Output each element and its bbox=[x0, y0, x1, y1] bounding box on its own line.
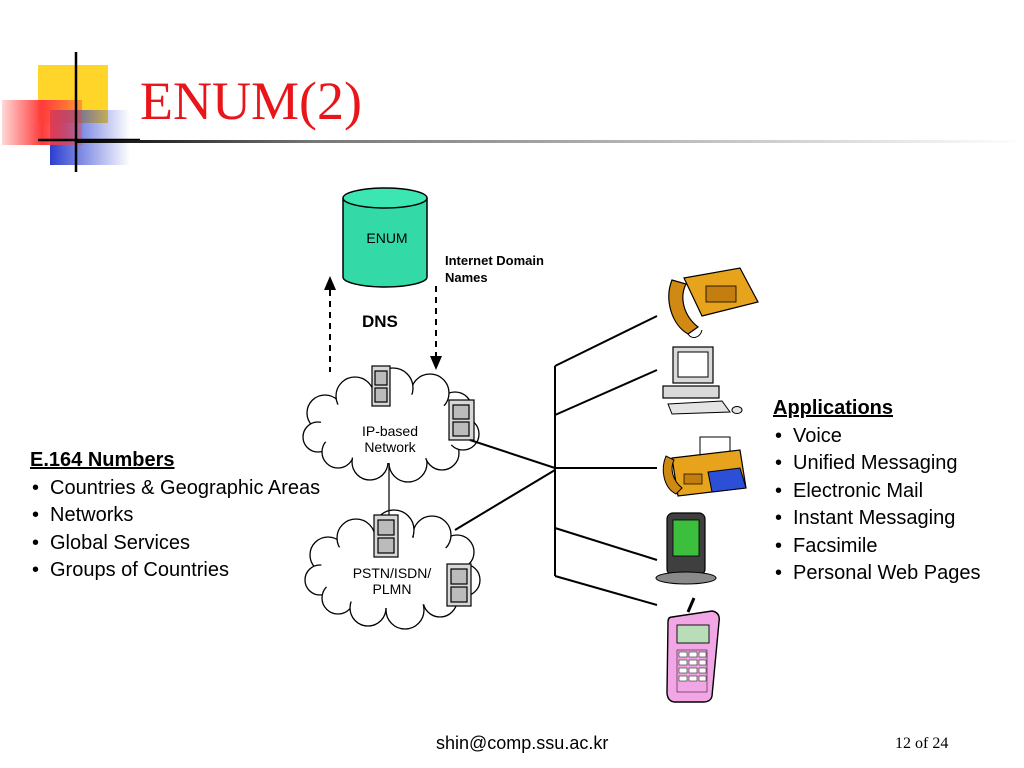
e164-numbers-list: E.164 Numbers Countries & Geographic Are… bbox=[30, 447, 320, 585]
list-item: Countries & Geographic Areas bbox=[30, 475, 320, 503]
applications-list: Applications Voice Unified Messaging Ele… bbox=[773, 395, 981, 588]
internet-domain-names-label: Internet Domain Names bbox=[445, 252, 544, 286]
internet-domain-names-line: Names bbox=[445, 270, 488, 285]
server-icon bbox=[448, 399, 475, 441]
pstn-network-label-line: PLMN bbox=[372, 581, 412, 597]
pstn-network-label-line: PSTN/ISDN/ bbox=[352, 565, 432, 581]
title-rule bbox=[76, 140, 1024, 143]
enum-database-label: ENUM bbox=[366, 230, 408, 246]
decorative-logo bbox=[2, 52, 140, 172]
applications-heading: Applications bbox=[773, 397, 894, 419]
pstn-network-label: PSTN/ISDN/ PLMN bbox=[340, 565, 444, 597]
server-icon bbox=[371, 365, 391, 407]
dns-label: DNS bbox=[362, 312, 398, 331]
mobile-phone-icon bbox=[666, 597, 720, 703]
enum-database-icon bbox=[342, 187, 428, 288]
list-item: Electronic Mail bbox=[773, 478, 981, 506]
server-icon bbox=[373, 514, 399, 558]
ip-network-cloud bbox=[302, 367, 480, 483]
e164-heading: E.164 Numbers bbox=[30, 449, 175, 471]
list-item: Personal Web Pages bbox=[773, 560, 981, 588]
list-item: Voice bbox=[773, 423, 981, 451]
list-item: Facsimile bbox=[773, 533, 981, 561]
internet-domain-names-line: Internet Domain bbox=[445, 253, 544, 268]
computer-icon bbox=[662, 346, 743, 415]
list-item: Networks bbox=[30, 502, 320, 530]
slide-title: ENUM(2) bbox=[140, 71, 362, 131]
telephone-icon bbox=[668, 267, 759, 338]
list-item: Groups of Countries bbox=[30, 557, 320, 585]
ip-network-label-line: IP-based bbox=[361, 423, 419, 439]
list-item: Global Services bbox=[30, 530, 320, 558]
footer-email: shin@comp.ssu.ac.kr bbox=[436, 733, 609, 753]
dns-response-arrow bbox=[430, 286, 442, 370]
list-item: Instant Messaging bbox=[773, 505, 981, 533]
server-icon bbox=[446, 563, 472, 607]
device-connection-lines bbox=[454, 315, 658, 606]
list-item: Unified Messaging bbox=[773, 450, 981, 478]
dns-query-arrow bbox=[324, 276, 336, 372]
ip-network-label-line: Network bbox=[364, 439, 416, 455]
pda-icon bbox=[655, 512, 717, 585]
deco-red-square bbox=[2, 100, 82, 145]
fax-icon bbox=[662, 436, 747, 497]
ip-network-label: IP-based Network bbox=[340, 423, 440, 455]
page-indicator: 12 of 24 bbox=[895, 735, 949, 752]
